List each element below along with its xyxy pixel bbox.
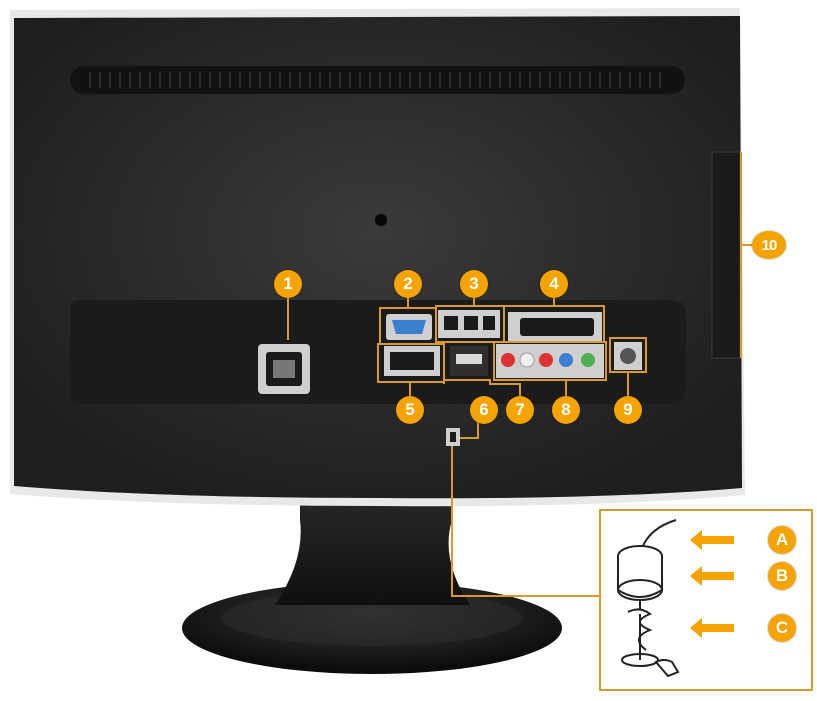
callout-badge-8: 8	[552, 396, 580, 424]
callout-badge-5: 5	[396, 396, 424, 424]
callout-badge-9: 9	[614, 396, 642, 424]
side-panel	[711, 151, 741, 359]
mount-screw-hole	[375, 214, 387, 226]
callout-badge-6: 6	[470, 396, 498, 424]
callout-badge-10: 10	[752, 231, 786, 259]
callout-badge-2: 2	[394, 270, 422, 298]
callout-badge-7: 7	[506, 396, 534, 424]
stand-neck	[275, 480, 470, 605]
callout-lines	[287, 152, 756, 597]
kensington-lock-illustration	[617, 519, 680, 678]
callout-badge-c: C	[768, 614, 796, 642]
callout-badge-a: A	[768, 526, 796, 554]
inset-arrows	[690, 530, 734, 638]
callout-badge-3: 3	[460, 270, 488, 298]
callout-badge-1: 1	[274, 270, 302, 298]
vent-grille	[70, 66, 685, 94]
callout-badge-b: B	[768, 562, 796, 590]
callout-badge-4: 4	[540, 270, 568, 298]
